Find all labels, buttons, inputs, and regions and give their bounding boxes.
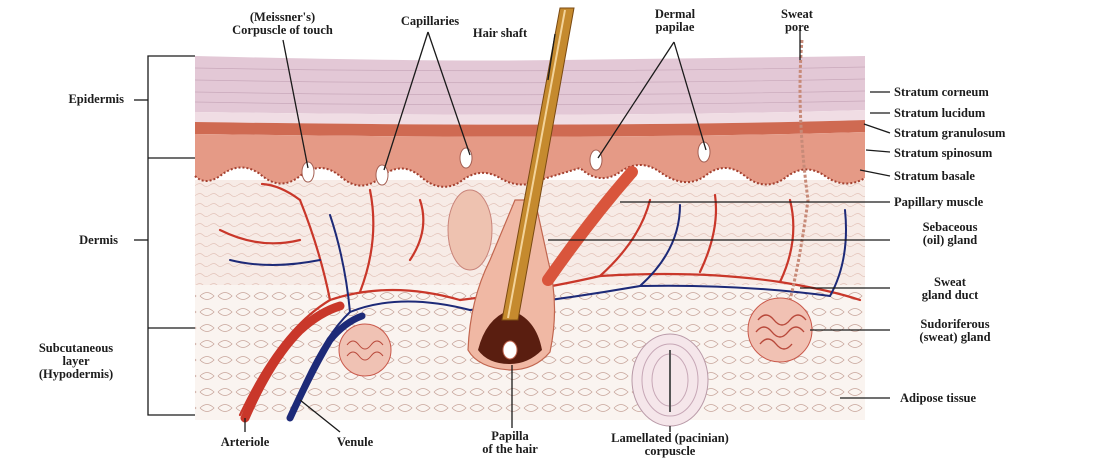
label-hair-papilla: Papilla of the hair [450, 430, 570, 456]
label-venule: Venule [320, 436, 390, 449]
label-epidermis: Epidermis [0, 93, 124, 106]
label-meissner-corpuscle: (Meissner's) Corpuscle of touch [190, 11, 375, 37]
lamellated-corpuscle [632, 334, 708, 426]
label-stratum-lucidum: Stratum lucidum [894, 107, 985, 120]
label-stratum-basale: Stratum basale [894, 170, 975, 183]
label-dermal-papillae: Dermal papilae [635, 8, 715, 34]
label-stratum-spinosum: Stratum spinosum [894, 147, 992, 160]
label-sweat-pore: Sweat pore [762, 8, 832, 34]
label-sudoriferous-gland: Sudoriferous (sweat) gland [890, 318, 1020, 344]
label-arteriole: Arteriole [200, 436, 290, 449]
label-subcutaneous-layer: Subcutaneous layer (Hypodermis) [10, 342, 142, 381]
label-stratum-granulosum: Stratum granulosum [894, 127, 1005, 140]
label-dermis: Dermis [0, 234, 118, 247]
label-hair-shaft: Hair shaft [450, 27, 550, 40]
label-sweat-gland-duct: Sweat gland duct [900, 276, 1000, 302]
label-papillary-muscle: Papillary muscle [894, 196, 983, 209]
sudoriferous-gland [748, 298, 812, 362]
sebaceous-gland [448, 190, 492, 270]
label-lamellated-corpuscle: Lamellated (pacinian) corpuscle [580, 432, 760, 458]
label-adipose-tissue: Adipose tissue [900, 392, 976, 405]
label-sebaceous-gland: Sebaceous (oil) gland [900, 221, 1000, 247]
label-stratum-corneum: Stratum corneum [894, 86, 989, 99]
